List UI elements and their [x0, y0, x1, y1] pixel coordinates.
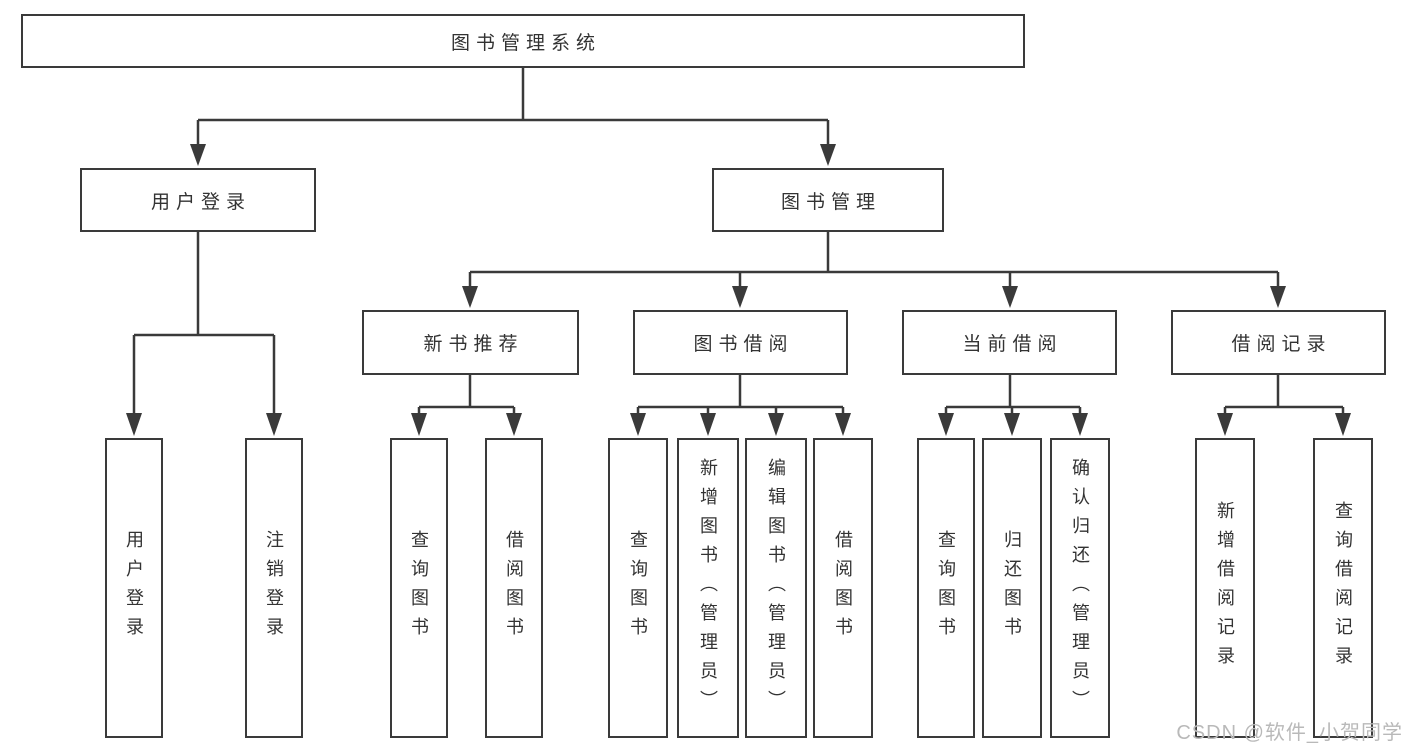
node-book-management: 图书管理 [712, 168, 944, 232]
edge-root-to-level2 [190, 68, 836, 166]
leaf-nb-query-books: 查询图书 [390, 438, 448, 738]
leaf-cb-confirm-return-admin: 确认归还（管理员） [1050, 438, 1110, 738]
edge-borrowing-records-children [1217, 375, 1351, 436]
leaf-logout-login: 注销登录 [245, 438, 303, 738]
leaf-bb-borrow-books: 借阅图书 [813, 438, 873, 738]
edge-current-borrowing-children [938, 375, 1088, 436]
leaf-cb-query-books: 查询图书 [917, 438, 975, 738]
edge-new-book-recommendation-children [411, 375, 522, 436]
node-borrowing-records: 借阅记录 [1171, 310, 1386, 375]
leaf-bb-add-books-admin: 新增图书（管理员） [677, 438, 739, 738]
watermark: CSDN @软件_小贺同学 [1176, 722, 1403, 744]
node-current-borrowing: 当前借阅 [902, 310, 1117, 375]
edge-book-management-children [462, 232, 1286, 308]
leaf-user-login: 用户登录 [105, 438, 163, 738]
node-user-login: 用户登录 [80, 168, 316, 232]
leaf-bb-query-books: 查询图书 [608, 438, 668, 738]
leaf-nb-borrow-books: 借阅图书 [485, 438, 543, 738]
node-book-borrowing: 图书借阅 [633, 310, 848, 375]
edge-user-login-children [126, 232, 282, 436]
node-root: 图书管理系统 [21, 14, 1025, 68]
leaf-cb-return-books: 归还图书 [982, 438, 1042, 738]
node-new-book-recommendation: 新书推荐 [362, 310, 579, 375]
leaf-br-query-borrow-record: 查询借阅记录 [1313, 438, 1373, 738]
leaf-bb-edit-books-admin: 编辑图书（管理员） [745, 438, 807, 738]
leaf-br-add-borrow-record: 新增借阅记录 [1195, 438, 1255, 738]
edge-book-borrowing-children [630, 375, 851, 436]
